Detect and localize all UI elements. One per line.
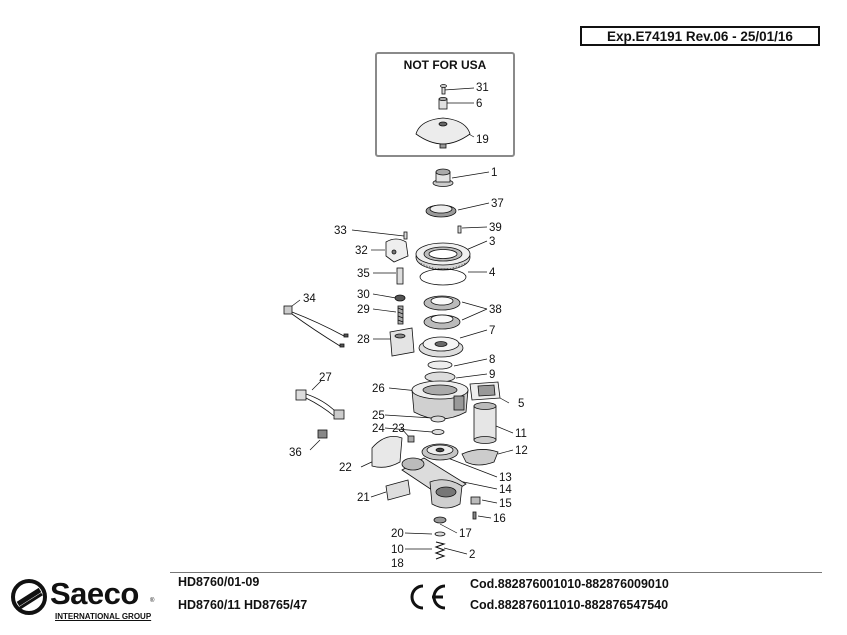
- part-label-16: 16: [493, 513, 506, 525]
- part-label-39: 39: [489, 222, 502, 234]
- part-label-37: 37: [491, 198, 504, 210]
- part-label-38: 38: [489, 304, 502, 316]
- part-label-20: 20: [391, 528, 404, 540]
- part-label-5: 5: [518, 398, 524, 410]
- not-for-usa-box: NOT FOR USA: [375, 52, 515, 157]
- part-12-tray: [461, 449, 499, 466]
- part-5-chute: [469, 381, 501, 401]
- model-line-1: HD8760/01-09: [178, 575, 260, 589]
- part-label-21: 21: [357, 492, 370, 504]
- part-label-2: 2: [469, 549, 475, 561]
- part-label-31: 31: [476, 82, 489, 94]
- part-label-9: 9: [489, 369, 495, 381]
- part-7-grinder-holder: [418, 336, 464, 358]
- part-label-10: 10: [391, 544, 404, 556]
- part-37-ring: [425, 204, 457, 218]
- part-label-6: 6: [476, 98, 482, 110]
- part-21-bracket: [385, 479, 411, 501]
- brand-name: Saeco: [50, 576, 139, 611]
- part-label-4: 4: [489, 267, 496, 279]
- exp-code-text: Exp.E74191 Rev.06 - 25/01/16: [607, 28, 793, 44]
- part-label-24: 24: [372, 423, 385, 435]
- part-19-cap: [415, 117, 471, 149]
- leader-lines: [291, 87, 514, 555]
- part-label-19: 19: [476, 134, 489, 146]
- not-for-usa-title: NOT FOR USA: [403, 58, 487, 72]
- part-label-25: 25: [372, 410, 385, 422]
- part-15-16-small: [470, 496, 481, 520]
- ce-mark-icon: CE: [410, 584, 446, 610]
- part-1-knob: [432, 168, 454, 187]
- part-4-oring: [419, 268, 467, 286]
- part-label-27: 27: [319, 372, 332, 384]
- part-39-screw: [457, 225, 462, 234]
- part-22-cover: [371, 435, 403, 468]
- part-label-11: 11: [515, 428, 527, 440]
- part-36-connector: [317, 429, 328, 439]
- cod-line-1: Cod.882876001010-882876009010: [470, 577, 669, 591]
- part-label-26: 26: [372, 383, 385, 395]
- part-38-grinders: [423, 295, 461, 330]
- part-label-15: 15: [499, 498, 512, 510]
- part-2-10-spring: [434, 541, 446, 560]
- part-label-14: 14: [499, 484, 512, 496]
- part-32-bracket: [385, 238, 409, 263]
- footer-divider: [170, 572, 822, 573]
- part-label-28: 28: [357, 334, 370, 346]
- part-drawings: [283, 84, 501, 560]
- part-label-12: 12: [515, 445, 528, 457]
- part-label-30: 30: [357, 289, 370, 301]
- part-label-7: 7: [489, 325, 495, 337]
- part-label-34: 34: [303, 293, 316, 305]
- model-line-2: HD8760/11 HD8765/47: [178, 598, 308, 612]
- part-label-22: 22: [339, 462, 352, 474]
- part-29-worm: [397, 305, 404, 325]
- brand-subtitle: INTERNATIONAL GROUP: [55, 612, 152, 621]
- part-17-20-washers: [433, 516, 447, 537]
- part-33-screw: [403, 231, 408, 240]
- part-number-labels: 31 6 19 1 37 39 33 3 32 4 35 30 38 34 29…: [289, 82, 528, 570]
- saeco-emblem-icon: [11, 579, 47, 615]
- part-label-32: 32: [355, 245, 368, 257]
- saeco-logo: Saeco ® INTERNATIONAL GROUP: [8, 576, 168, 628]
- part-14-motor-housing: [401, 457, 467, 509]
- part-25-24-washers: [430, 415, 446, 435]
- cod-line-2: Cod.882876011010-882876547540: [470, 598, 669, 612]
- part-35-shaft: [396, 267, 404, 285]
- part-label-35: 35: [357, 268, 370, 280]
- part-label-36: 36: [289, 447, 302, 459]
- part-label-13: 13: [499, 472, 512, 484]
- registered-mark: ®: [150, 598, 155, 604]
- part-6-bushing: [438, 97, 448, 110]
- part-30-gear: [394, 294, 406, 302]
- part-28-support: [389, 327, 415, 357]
- part-label-33: 33: [334, 225, 347, 237]
- document-revision-code: Exp.E74191 Rev.06 - 25/01/16: [580, 26, 820, 46]
- part-label-3: 3: [489, 236, 495, 248]
- part-31-screw: [440, 84, 447, 95]
- part-34-cable: [283, 305, 349, 348]
- part-26-grinder-body: [411, 380, 469, 420]
- part-3-gear-ring: [415, 242, 471, 271]
- part-13-gear: [421, 443, 459, 461]
- part-label-17: 17: [459, 528, 472, 540]
- part-label-23: 23: [392, 423, 405, 435]
- part-label-18: 18: [391, 558, 404, 570]
- part-label-8: 8: [489, 354, 495, 366]
- part-label-29: 29: [357, 304, 370, 316]
- part-label-1: 1: [491, 167, 497, 179]
- part-8-9-rings: [424, 360, 456, 383]
- part-27-harness: [295, 389, 345, 420]
- part-23-clip: [407, 435, 415, 443]
- part-11-doser: [473, 402, 497, 444]
